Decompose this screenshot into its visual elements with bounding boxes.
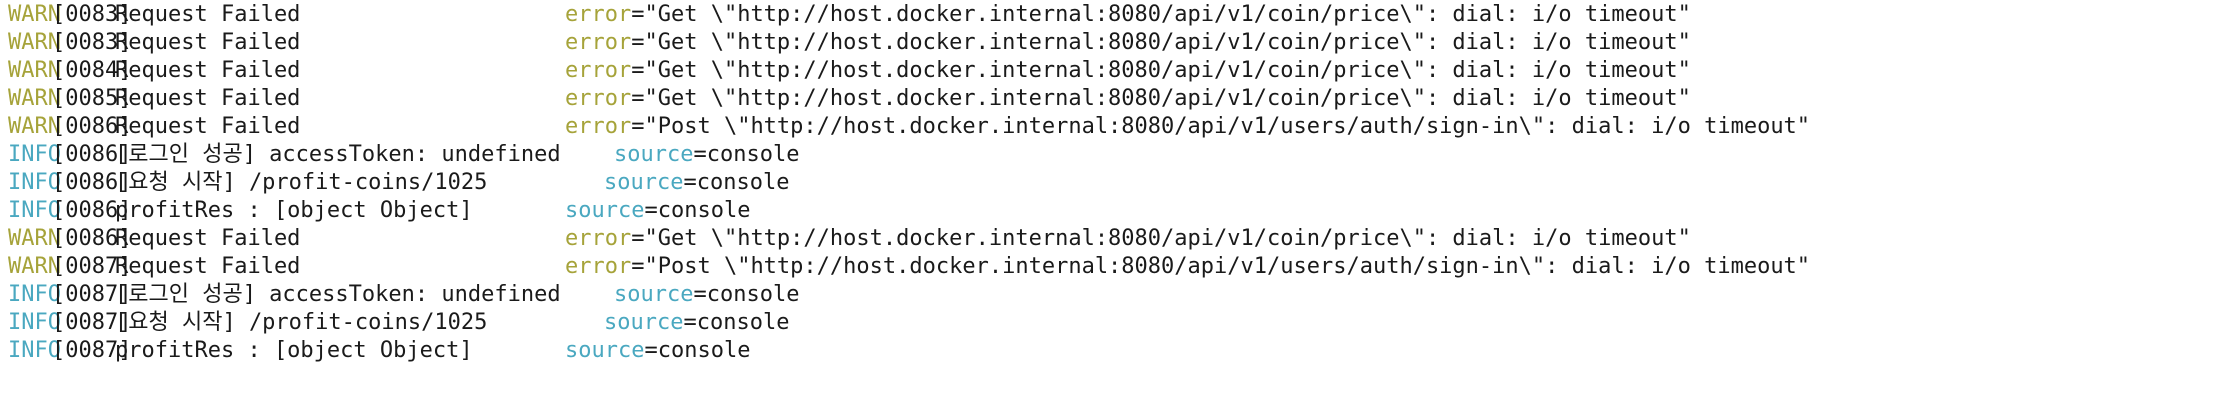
log-field-key: error bbox=[565, 86, 632, 111]
log-fields: error="Post \"http://host.docker.interna… bbox=[565, 113, 1810, 141]
log-field-value: ="Get \"http://host.docker.internal:8080… bbox=[631, 86, 1691, 111]
log-code: [0086] bbox=[52, 198, 132, 223]
log-level: WARN bbox=[8, 114, 61, 139]
log-line: INFO[0087][로그인 성공] accessToken: undefine… bbox=[8, 281, 2230, 309]
log-fields: error="Get \"http://host.docker.internal… bbox=[565, 57, 1691, 85]
log-fields: source=console bbox=[604, 169, 789, 197]
log-field-value: ="Get \"http://host.docker.internal:8080… bbox=[631, 58, 1691, 83]
log-level: WARN bbox=[8, 30, 61, 55]
log-code: [0086] bbox=[52, 114, 132, 139]
log-level: INFO bbox=[8, 142, 61, 167]
log-field-value: =console bbox=[693, 142, 800, 167]
log-field-key: error bbox=[565, 254, 632, 279]
log-message: Request Failed bbox=[115, 114, 301, 139]
log-field-key: error bbox=[565, 226, 632, 251]
log-level: INFO bbox=[8, 282, 61, 307]
log-field-key: source bbox=[565, 338, 645, 363]
log-message: Request Failed bbox=[115, 254, 301, 279]
log-field-value: ="Get \"http://host.docker.internal:8080… bbox=[631, 226, 1691, 251]
log-fields: error="Get \"http://host.docker.internal… bbox=[565, 85, 1691, 113]
log-code: [0087] bbox=[52, 254, 132, 279]
log-message: Request Failed bbox=[115, 30, 301, 55]
log-message: [로그인 성공] accessToken: undefined bbox=[115, 142, 561, 167]
log-message: profitRes : [object Object] bbox=[115, 338, 473, 363]
log-fields: error="Post \"http://host.docker.interna… bbox=[565, 253, 1810, 281]
log-field-value: ="Get \"http://host.docker.internal:8080… bbox=[631, 2, 1691, 27]
log-field-key: error bbox=[565, 114, 632, 139]
log-field-value: ="Post \"http://host.docker.internal:808… bbox=[631, 114, 1811, 139]
log-fields: source=console bbox=[614, 141, 799, 169]
log-code: [0087] bbox=[52, 310, 132, 335]
log-fields: source=console bbox=[565, 197, 750, 225]
log-field-value: =console bbox=[693, 282, 800, 307]
log-level: INFO bbox=[8, 198, 61, 223]
log-message: Request Failed bbox=[115, 226, 301, 251]
log-line: WARN[0083]Request Failed error="Get \"htt… bbox=[8, 1, 2230, 29]
log-code: [0085] bbox=[52, 86, 132, 111]
log-field-value: ="Get \"http://host.docker.internal:8080… bbox=[631, 30, 1691, 55]
log-code: [0083] bbox=[52, 2, 132, 27]
log-field-value: =console bbox=[683, 170, 790, 195]
log-fields: source=console bbox=[565, 337, 750, 365]
log-message: [로그인 성공] accessToken: undefined bbox=[115, 282, 561, 307]
log-code: [0083] bbox=[52, 30, 132, 55]
log-level: INFO bbox=[8, 310, 61, 335]
log-line: WARN[0085]Request Failed error="Get \"htt… bbox=[8, 85, 2230, 113]
log-code: [0086] bbox=[52, 142, 132, 167]
log-code: [0087] bbox=[52, 282, 132, 307]
log-message: [요청 시작] /profit-coins/1025 bbox=[115, 310, 488, 335]
log-message: Request Failed bbox=[115, 86, 301, 111]
log-field-key: error bbox=[565, 30, 632, 55]
log-field-key: source bbox=[604, 170, 684, 195]
log-field-key: error bbox=[565, 58, 632, 83]
log-code: [0087] bbox=[52, 338, 132, 363]
log-level: WARN bbox=[8, 58, 61, 83]
log-message: Request Failed bbox=[115, 2, 301, 27]
log-line: WARN[0086]Request Failed error="Post \"ht… bbox=[8, 113, 2230, 141]
log-level: WARN bbox=[8, 2, 61, 27]
log-code: [0086] bbox=[52, 226, 132, 251]
log-line: INFO[0087]profitRes : [object Object] sou… bbox=[8, 337, 2230, 365]
log-line: INFO[0086][로그인 성공] accessToken: undefine… bbox=[8, 141, 2230, 169]
log-code: [0086] bbox=[52, 170, 132, 195]
log-fields: source=console bbox=[614, 281, 799, 309]
log-code: [0084] bbox=[52, 58, 132, 83]
log-level: INFO bbox=[8, 338, 61, 363]
log-line: WARN[0087]Request Failed error="Post \"ht… bbox=[8, 253, 2230, 281]
log-field-value: =console bbox=[644, 338, 751, 363]
log-level: WARN bbox=[8, 254, 61, 279]
log-message: Request Failed bbox=[115, 58, 301, 83]
log-line: INFO[0087][요청 시작] /profit-coins/1025 sour… bbox=[8, 309, 2230, 337]
log-line: INFO[0086][요청 시작] /profit-coins/1025 sour… bbox=[8, 169, 2230, 197]
log-line: INFO[0086]profitRes : [object Object] sou… bbox=[8, 197, 2230, 225]
log-field-key: source bbox=[565, 198, 645, 223]
log-field-key: error bbox=[565, 2, 632, 27]
log-line: WARN[0086]Request Failed error="Get \"htt… bbox=[8, 225, 2230, 253]
log-message: profitRes : [object Object] bbox=[115, 198, 473, 223]
log-field-value: =console bbox=[644, 198, 751, 223]
log-field-key: source bbox=[614, 282, 694, 307]
log-fields: error="Get \"http://host.docker.internal… bbox=[565, 1, 1691, 29]
log-fields: error="Get \"http://host.docker.internal… bbox=[565, 29, 1691, 57]
log-level: INFO bbox=[8, 170, 61, 195]
log-fields: source=console bbox=[604, 309, 789, 337]
log-fields: error="Get \"http://host.docker.internal… bbox=[565, 225, 1691, 253]
log-field-key: source bbox=[604, 310, 684, 335]
log-level: WARN bbox=[8, 226, 61, 251]
log-line: WARN[0083]Request Failed error="Get \"htt… bbox=[8, 29, 2230, 57]
log-field-key: source bbox=[614, 142, 694, 167]
log-line: WARN[0084]Request Failed error="Get \"htt… bbox=[8, 57, 2230, 85]
log-message: [요청 시작] /profit-coins/1025 bbox=[115, 170, 488, 195]
log-field-value: =console bbox=[683, 310, 790, 335]
log-level: WARN bbox=[8, 86, 61, 111]
log-field-value: ="Post \"http://host.docker.internal:808… bbox=[631, 254, 1811, 279]
